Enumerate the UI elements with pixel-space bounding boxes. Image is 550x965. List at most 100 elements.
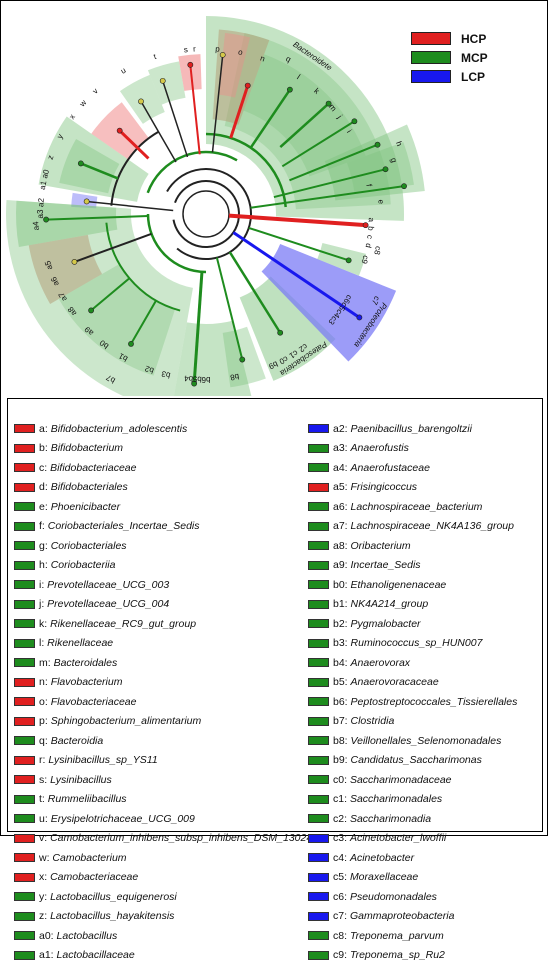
- key-code: b1:: [333, 598, 351, 610]
- tree-ring-clostridia: [148, 214, 206, 272]
- key-swatch: [14, 522, 35, 531]
- key-taxon-name: Flavobacteriaceae: [51, 696, 137, 708]
- key-code: c1:: [333, 793, 350, 805]
- key-row-b8: b8: Veillonellales_Selenomonadales: [308, 731, 517, 751]
- key-row-c7: c7: Gammaproteobacteria: [308, 907, 517, 927]
- node-label-b4: b4: [183, 373, 193, 383]
- key-swatch: [308, 756, 329, 765]
- key-taxon-name: Erysipelotrichaceae_UCG_009: [51, 813, 195, 825]
- key-taxon-name: Gammaproteobacteria: [350, 910, 454, 922]
- key-swatch: [308, 561, 329, 570]
- key-code: u:: [39, 813, 51, 825]
- key-row-n: n: Flavobacterium: [14, 673, 312, 693]
- key-taxon-name: Bifidobacterium_adolescentis: [51, 423, 188, 435]
- branch-n-node: [245, 83, 250, 88]
- legend-item-hcp: HCP: [411, 29, 488, 48]
- key-row-g: g: Coriobacteriales: [14, 536, 312, 556]
- key-row-c2: c2: Saccharimonadia: [308, 809, 517, 829]
- key-code: b9:: [333, 754, 351, 766]
- key-taxon-name: Flavobacterium: [51, 676, 123, 688]
- key-code: m:: [39, 657, 54, 669]
- key-swatch: [14, 541, 35, 550]
- legend-swatch-lcp: [411, 70, 451, 83]
- key-code: b0:: [333, 579, 351, 591]
- key-taxon-name: Lactobacillus: [57, 930, 118, 942]
- key-swatch: [14, 736, 35, 745]
- key-swatch: [308, 912, 329, 921]
- key-taxon-name: Phoenicibacter: [51, 501, 120, 513]
- key-row-a4: a4: Anaerofustaceae: [308, 458, 517, 478]
- branch-c6-node: [357, 315, 362, 320]
- key-taxon-name: NK4A214_group: [351, 598, 429, 610]
- key-row-b1: b1: NK4A214_group: [308, 595, 517, 615]
- key-code: x:: [39, 871, 50, 883]
- key-code: z:: [39, 910, 50, 922]
- key-code: b7:: [333, 715, 351, 727]
- key-swatch: [308, 678, 329, 687]
- key-taxon-name: Sphingobacterium_alimentarium: [51, 715, 202, 727]
- key-taxon-name: Anaerovoracaceae: [351, 676, 439, 688]
- key-code: v:: [39, 832, 50, 844]
- key-row-b: b: Bifidobacterium: [14, 439, 312, 459]
- key-row-a5: a5: Frisingicoccus: [308, 478, 517, 498]
- key-row-p: p: Sphingobacterium_alimentarium: [14, 712, 312, 732]
- key-taxon-name: Ethanoligenenaceae: [351, 579, 447, 591]
- node-label-a: a: [367, 217, 376, 222]
- node-label-c8: c8: [372, 245, 383, 256]
- key-taxon-name: Ruminococcus_sp_HUN007: [351, 637, 483, 649]
- key-row-v: v: Camobacterium_inhibens_subsp_inhibens…: [14, 829, 312, 849]
- key-row-t: t: Rummeliibacillus: [14, 790, 312, 810]
- key-code: y:: [39, 891, 50, 903]
- key-swatch: [308, 502, 329, 511]
- key-swatch: [308, 697, 329, 706]
- key-swatch: [308, 424, 329, 433]
- key-swatch: [14, 483, 35, 492]
- key-taxon-name: Candidatus_Saccharimonas: [351, 754, 482, 766]
- key-code: c5:: [333, 871, 350, 883]
- legend-item-lcp: LCP: [411, 67, 488, 86]
- key-row-a8: a8: Oribacterium: [308, 536, 517, 556]
- key-swatch: [14, 502, 35, 511]
- key-swatch: [308, 736, 329, 745]
- key-row-c6: c6: Pseudomonadales: [308, 887, 517, 907]
- key-taxon-name: Lactobacillaceae: [57, 949, 135, 961]
- key-code: b6:: [333, 696, 351, 708]
- key-row-s: s: Lysinibacillus: [14, 770, 312, 790]
- key-swatch: [14, 912, 35, 921]
- key-taxon-name: Anaerofustaceae: [351, 462, 430, 474]
- key-taxon-name: Acinetobacter_lwoffii: [350, 832, 446, 844]
- key-code: c2:: [333, 813, 350, 825]
- key-row-a6: a6: Lachnospiraceae_bacterium: [308, 497, 517, 517]
- node-label-s: s: [183, 45, 188, 54]
- key-row-i: i: Prevotellaceae_UCG_003: [14, 575, 312, 595]
- key-code: c4:: [333, 852, 350, 864]
- key-swatch: [308, 444, 329, 453]
- key-taxon-name: Coriobacteriia: [51, 559, 116, 571]
- key-code: b2:: [333, 618, 351, 630]
- key-taxon-name: Anaerovorax: [351, 657, 411, 669]
- key-code: a1:: [39, 949, 57, 961]
- key-code: d:: [39, 481, 51, 493]
- key-row-a1: a1: Lactobacillaceae: [14, 946, 312, 965]
- key-code: g:: [39, 540, 51, 552]
- key-swatch: [308, 483, 329, 492]
- key-taxon-name: Coriobacteriales_Incertae_Sedis: [48, 520, 200, 532]
- legend-label-hcp: HCP: [461, 32, 486, 46]
- key-code: c8:: [333, 930, 350, 942]
- branch-l-node: [287, 87, 292, 92]
- key-code: j:: [39, 598, 47, 610]
- branch-g-node: [401, 184, 406, 189]
- key-code: a6:: [333, 501, 351, 513]
- key-row-f: f: Coriobacteriales_Incertae_Sedis: [14, 517, 312, 537]
- key-code: a2:: [333, 423, 351, 435]
- key-row-c8: c8: Treponema_parvum: [308, 926, 517, 946]
- key-swatch: [14, 814, 35, 823]
- key-taxon-name: Incertae_Sedis: [351, 559, 421, 571]
- key-code: b4:: [333, 657, 351, 669]
- key-code: k:: [39, 618, 50, 630]
- key-row-b3: b3: Ruminococcus_sp_HUN007: [308, 634, 517, 654]
- node-label-a3: a3: [36, 209, 45, 218]
- key-swatch: [14, 931, 35, 940]
- key-swatch: [308, 873, 329, 882]
